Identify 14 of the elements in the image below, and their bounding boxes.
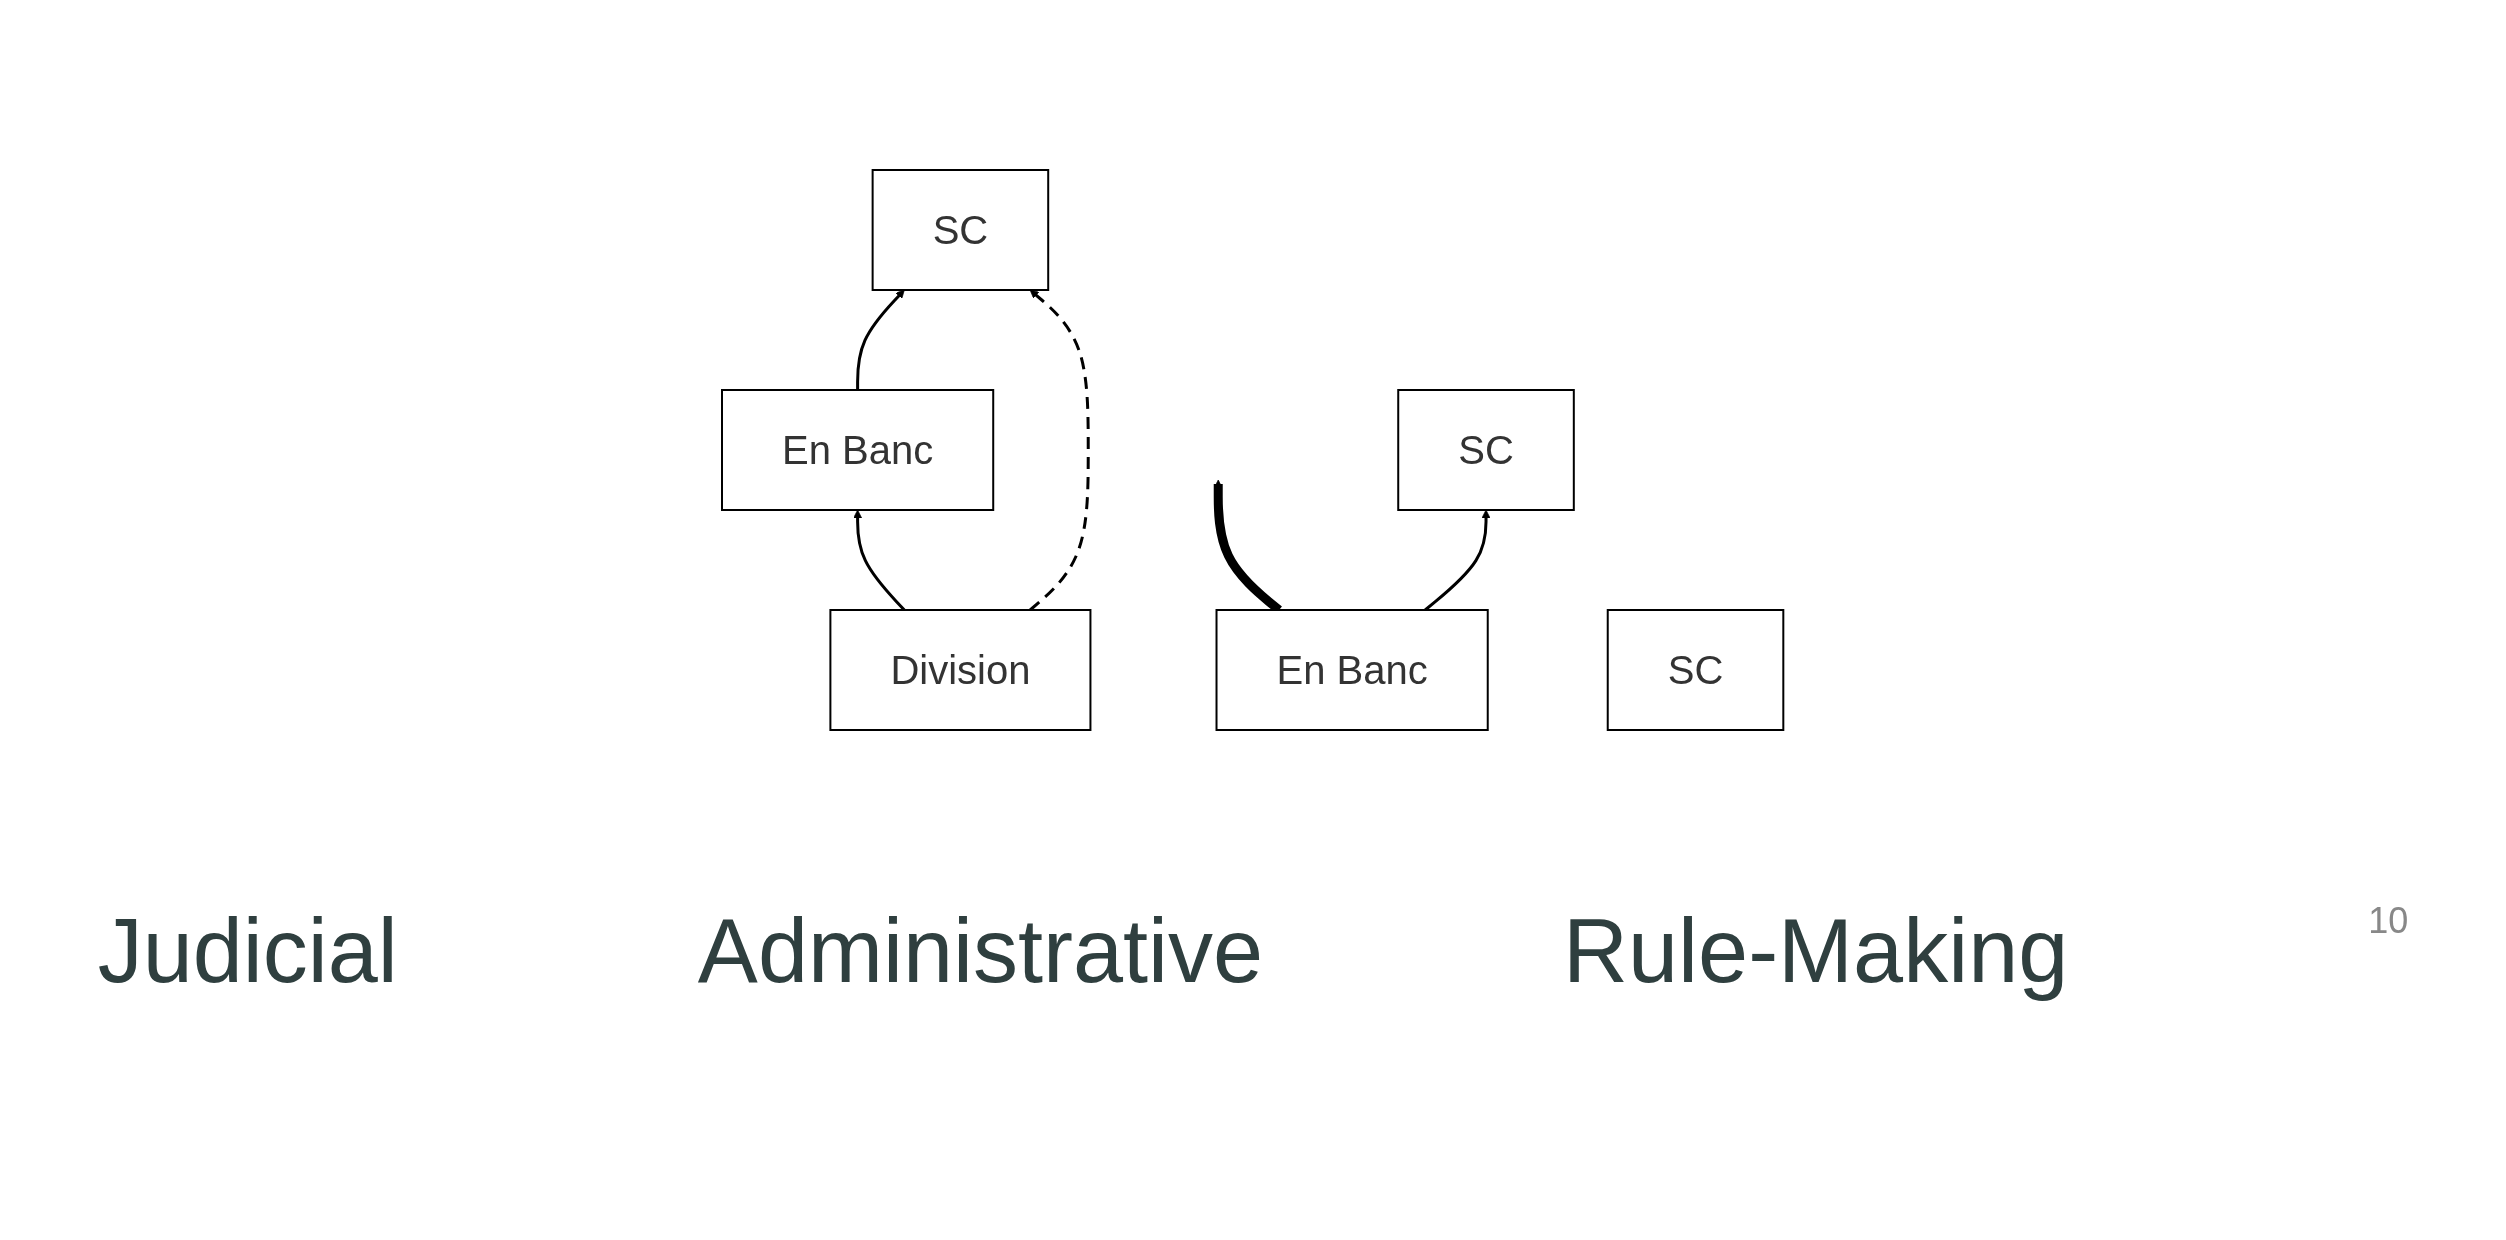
arrow bbox=[853, 509, 906, 612]
arrow bbox=[856, 289, 906, 390]
node-box: En Banc bbox=[721, 389, 995, 511]
column-heading: Rule-Making bbox=[1563, 900, 2069, 1003]
node-box: En Banc bbox=[1215, 609, 1490, 731]
arrow bbox=[1029, 289, 1091, 612]
node-box: SC bbox=[1607, 609, 1785, 731]
column-heading: Judicial bbox=[97, 900, 398, 1003]
node-box: SC bbox=[1397, 389, 1576, 511]
node-box: Division bbox=[829, 609, 1092, 731]
column-heading: Administrative bbox=[697, 900, 1264, 1003]
arrow bbox=[1424, 509, 1491, 612]
node-box: SC bbox=[871, 169, 1050, 291]
page-number: 10 bbox=[2368, 900, 2409, 942]
